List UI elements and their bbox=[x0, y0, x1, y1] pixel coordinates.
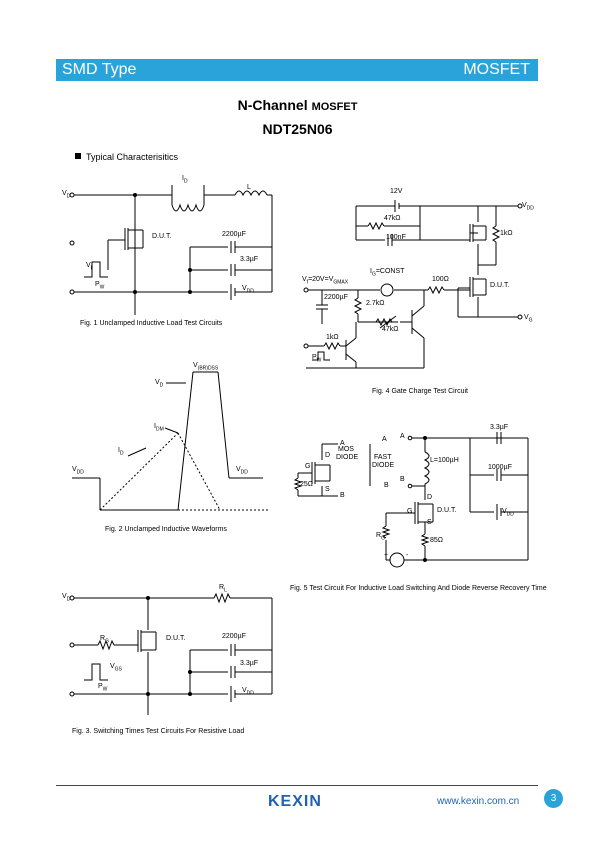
fig1-caption: Fig. 1 Unclamped Inductive Load Test Cir… bbox=[80, 320, 223, 327]
fig1-id-label: ID bbox=[182, 175, 188, 185]
fig5-s-label: S bbox=[325, 486, 330, 493]
fig5-b2-label: B bbox=[384, 482, 389, 489]
fig5-minus-label: - bbox=[406, 552, 409, 559]
fig5-mosdiode-label: DIODE bbox=[336, 454, 359, 461]
fig1-pw-label: PW bbox=[95, 281, 105, 291]
fig4-c2200-label: 2200µF bbox=[324, 294, 348, 301]
fig4-100ohm-label: 100Ω bbox=[432, 276, 449, 283]
fig5-mos-label: MOS bbox=[338, 446, 354, 453]
fig1-vd-label: VD bbox=[62, 190, 71, 200]
fig3-vd-label: VD bbox=[62, 593, 71, 603]
fig5-c33-label: 3.3µF bbox=[490, 424, 509, 431]
header-banner: SMD Type MOSFET bbox=[56, 59, 538, 81]
fig5-caption: Fig. 5 Test Circuit For Inductive Load S… bbox=[290, 585, 547, 592]
fig1-c33-label: 3.3µF bbox=[240, 256, 259, 263]
header-right: MOSFET bbox=[463, 61, 530, 78]
fig5-circuit bbox=[293, 432, 529, 568]
fig5-d2-label: D bbox=[427, 494, 433, 501]
fig2-waveform bbox=[72, 371, 270, 511]
footer-divider bbox=[56, 785, 538, 786]
fig4-caption: Fig. 4 Gate Charge Test Circuit bbox=[372, 388, 468, 395]
fig3-circuit bbox=[69, 592, 273, 715]
page-number: 3 bbox=[544, 789, 563, 808]
fig4-27k-label: 2.7kΩ bbox=[366, 300, 385, 307]
fig4-vg-label: VG bbox=[524, 314, 533, 324]
fig3-c33-label: 3.3µF bbox=[240, 660, 259, 667]
fig3-rl-label: RL bbox=[219, 584, 227, 594]
title-main: N-Channel bbox=[237, 97, 308, 113]
title-small: MOSFET bbox=[311, 101, 358, 113]
fig4-vdd-label: VDD bbox=[522, 202, 534, 212]
fig4-1k2-label: 1kΩ bbox=[326, 334, 339, 341]
fig4-1k-label: 1kΩ bbox=[500, 230, 513, 237]
bullet-square-icon bbox=[75, 153, 81, 159]
fig5-dut-label: D.U.T. bbox=[437, 507, 457, 514]
fig5-fast-label: FAST bbox=[374, 454, 392, 461]
fig4-12v-label: 12V bbox=[390, 188, 403, 195]
fig4-vf-label: Vf=20V=VGMAX bbox=[302, 276, 349, 286]
fig4-circuit bbox=[303, 200, 523, 369]
fig1-c2200-label: 2200µF bbox=[222, 231, 246, 238]
fig5-a2-label: A bbox=[382, 436, 387, 443]
fig5-plus-label: + bbox=[384, 552, 389, 559]
fig3-rg-label: RG bbox=[100, 635, 109, 645]
fig4-dut-label: D.U.T. bbox=[490, 282, 510, 289]
fig4-47k-label: 47kΩ bbox=[384, 215, 401, 222]
part-number: NDT25N06 bbox=[262, 121, 333, 137]
fig4-igconst-label: IG=CONST bbox=[370, 268, 405, 278]
fig5-25-label: 25Ω bbox=[300, 481, 314, 488]
fig4-47k2-label: 47kΩ bbox=[382, 326, 399, 333]
fig2-vd-label: VD bbox=[155, 379, 164, 389]
fig5-a3-label: A bbox=[400, 433, 405, 440]
fig1-l-label: L bbox=[247, 184, 251, 191]
fig5-d-label: D bbox=[325, 452, 331, 459]
fig3-vdd-label: VDD bbox=[242, 687, 254, 697]
fig1-dut-label: D.U.T. bbox=[152, 233, 172, 240]
fig3-dut-label: D.U.T. bbox=[166, 635, 186, 642]
fig5-l100-label: L=100µH bbox=[430, 457, 459, 464]
fig5-b-label: B bbox=[340, 492, 345, 499]
fig2-caption: Fig. 2 Unclamped Inductive Waveforms bbox=[105, 526, 227, 533]
footer-website: www.kexin.com.cn bbox=[437, 796, 520, 807]
fig2-id-label: ID bbox=[118, 447, 124, 457]
section-heading: Typical Characterisitics bbox=[75, 152, 178, 162]
fig5-b3-label: B bbox=[400, 476, 405, 483]
header-left: SMD Type bbox=[62, 61, 137, 78]
fig1-vdd-label: VDD bbox=[242, 285, 254, 295]
fig4-pw-label: PW bbox=[312, 354, 322, 364]
fig2-idm-label: IDM bbox=[154, 423, 164, 433]
fig1-vg-label: VI bbox=[86, 262, 93, 272]
fig5-g2-label: G bbox=[407, 508, 413, 515]
fig5-vdd-label: VDD bbox=[502, 508, 514, 518]
fig1-circuit bbox=[69, 185, 273, 315]
fig2-vdd-left-label: VDD bbox=[72, 466, 84, 476]
fig3-caption: Fig. 3. Switching Times Test Circuits Fo… bbox=[72, 728, 245, 735]
fig3-pw-label: PW bbox=[98, 683, 108, 693]
footer-logo: KEXIN bbox=[268, 793, 322, 810]
fig5-diode-label: DIODE bbox=[372, 462, 395, 469]
section-label: Typical Characterisitics bbox=[86, 152, 179, 162]
fig5-g-label: G bbox=[305, 463, 311, 470]
fig5-s2-label: S bbox=[427, 519, 432, 526]
fig5-85-label: 85Ω bbox=[430, 537, 444, 544]
fig3-vgs-label: VGS bbox=[110, 663, 122, 673]
fig2-vbr-label: V(BR)DSS bbox=[193, 362, 219, 372]
fig2-vdd-right-label: VDD bbox=[236, 466, 248, 476]
fig5-rg-label: RG bbox=[376, 532, 385, 542]
fig5-c1000-label: 1000µF bbox=[488, 464, 512, 471]
fig3-c2200-label: 2200µF bbox=[222, 633, 246, 640]
fig5-a-label: A bbox=[340, 440, 345, 447]
fig4-100nf-label: 100nF bbox=[386, 234, 406, 241]
